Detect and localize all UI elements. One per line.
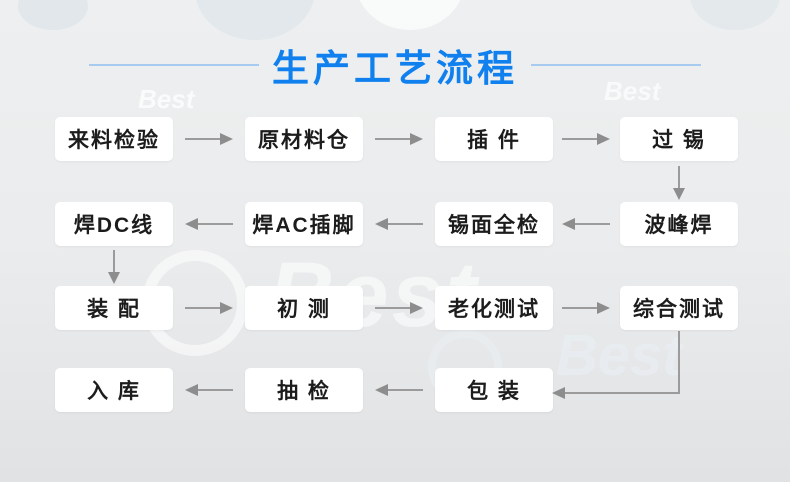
background-blob xyxy=(195,0,315,40)
flow-step-solder-dc-wire: 焊DC线 xyxy=(55,202,173,246)
flow-step-solder-ac-pins: 焊AC插脚 xyxy=(245,202,363,246)
page-title: 生产工艺流程 xyxy=(272,48,518,89)
arrow-down-icon xyxy=(672,166,686,200)
arrow-left-icon xyxy=(552,387,565,399)
arrow-right-icon xyxy=(562,301,610,315)
arrow-right-icon xyxy=(562,132,610,146)
arrow-right-icon xyxy=(185,301,233,315)
flow-step-tinning: 过 锡 xyxy=(620,117,738,161)
flow-step-wave-soldering: 波峰焊 xyxy=(620,202,738,246)
arrow-right-icon xyxy=(185,132,233,146)
title-left-rule xyxy=(89,64,259,66)
elbow-connector-vertical xyxy=(678,331,680,393)
arrow-left-icon xyxy=(562,217,610,231)
flow-step-solder-surface-full-check: 锡面全检 xyxy=(435,202,553,246)
arrow-left-icon xyxy=(185,217,233,231)
arrow-left-icon xyxy=(375,217,423,231)
flow-step-assembly: 装 配 xyxy=(55,286,173,330)
arrow-right-icon xyxy=(375,132,423,146)
background-blob xyxy=(355,0,465,30)
flow-step-sampling-inspection: 抽 检 xyxy=(245,368,363,412)
arrow-left-icon xyxy=(185,383,233,397)
background-blob xyxy=(18,0,88,30)
flow-step-raw-material-warehouse: 原材料仓 xyxy=(245,117,363,161)
title-row: 生产工艺流程 xyxy=(0,38,790,92)
elbow-connector-horizontal xyxy=(565,392,680,394)
title-right-rule xyxy=(531,64,701,66)
brand-watermark: Best xyxy=(556,323,682,388)
flow-step-incoming-inspection: 来料检验 xyxy=(55,117,173,161)
flow-step-insertion: 插 件 xyxy=(435,117,553,161)
flow-step-packaging: 包 装 xyxy=(435,368,553,412)
flow-step-stock-in: 入 库 xyxy=(55,368,173,412)
arrow-down-icon xyxy=(107,250,121,284)
arrow-left-icon xyxy=(375,383,423,397)
background-blob xyxy=(690,0,780,30)
flow-step-aging-test: 老化测试 xyxy=(435,286,553,330)
flow-step-initial-test: 初 测 xyxy=(245,286,363,330)
flow-step-comprehensive-test: 综合测试 xyxy=(620,286,738,330)
arrow-right-icon xyxy=(375,301,423,315)
